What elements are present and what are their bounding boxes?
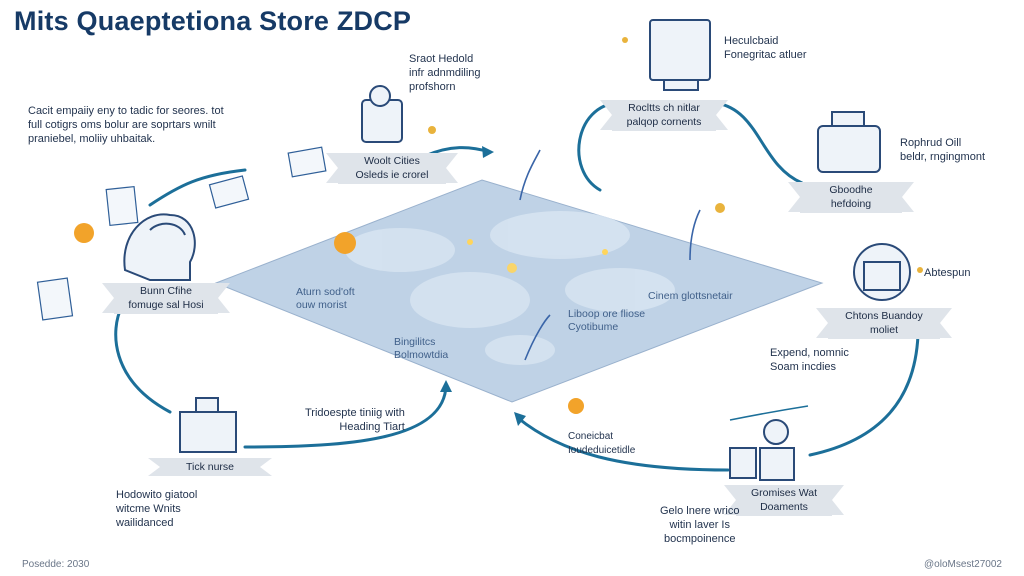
computer-monitor-icon bbox=[649, 19, 711, 91]
footer-right: @oloMsest27002 bbox=[924, 559, 1002, 570]
caption-robot-node: Chtons Buandoy moliet bbox=[816, 308, 952, 339]
map-label-3: Liboop ore fliose Cyotibume bbox=[568, 308, 646, 333]
intro-text: Cacit empaiiy eny to tadic for seores. t… bbox=[28, 105, 224, 145]
flow-note-center: Coneicbat Ioudeduicetidle bbox=[568, 431, 636, 456]
flow-note-heading: Tridoespte tiniig with Heading Tiart bbox=[305, 407, 405, 433]
arrow-toolbox-to-brain bbox=[114, 304, 172, 414]
note-monitor-node: Heculcbaid Fonegritac atluer bbox=[724, 35, 807, 61]
map-glow-dots bbox=[467, 239, 608, 273]
caption-brain-node: Bunn Cfihe fomuge sal Hosi bbox=[102, 283, 230, 314]
note-toolbox-node: Hodowito giatool witcme Wnits wailidance… bbox=[116, 489, 198, 529]
note-robot-node: Abtespun bbox=[924, 267, 971, 279]
orange-badges bbox=[74, 223, 584, 414]
plant-sprig-icon bbox=[519, 149, 701, 361]
map-label-2: Bingilitcs Bolmowtdia bbox=[394, 336, 449, 361]
arrow-brain-to-papers bbox=[148, 168, 247, 207]
footer-left: Posedde: 2030 bbox=[22, 559, 90, 570]
caption-mixer-node: Gromises Wat Doaments bbox=[724, 485, 844, 516]
paper-sheets-icon bbox=[36, 146, 327, 321]
storage-machine-icon bbox=[817, 111, 881, 173]
desk-lamp-icon bbox=[361, 85, 403, 143]
arrow-toolbox-to-map bbox=[243, 383, 448, 449]
note-mixer-node: Expend, nomnic Soam incdies bbox=[770, 347, 849, 373]
robot-agent-icon bbox=[853, 243, 911, 301]
sparkle-icons bbox=[428, 37, 923, 273]
toolbox-icon bbox=[179, 397, 237, 453]
caption-monitor-node: Rocltts ch nitlar palqop cornents bbox=[600, 100, 728, 131]
caption-machine-node: Gboodhe hefdoing bbox=[788, 182, 914, 213]
caption-toolbox-node: Tick nurse bbox=[148, 458, 272, 476]
lab-mixer-icon bbox=[729, 419, 795, 481]
arrow-thin-right bbox=[729, 405, 809, 421]
map-landmass-shapes bbox=[345, 211, 675, 365]
map-label-4: Cinem glottsnetair bbox=[648, 290, 733, 302]
flow-note-bottom: Gelo lnere wrico witin laver Is bocmpoin… bbox=[660, 505, 740, 545]
caption-lamp-node: Woolt Cities Osleds ie crorel bbox=[326, 153, 458, 184]
arrow-monitor-to-machine bbox=[714, 101, 804, 185]
page-title: Mits Quaeptetiona Store ZDCP bbox=[14, 6, 412, 36]
note-machine-node: Rophrud Oill beldr, rngingmont bbox=[900, 137, 985, 163]
arrow-mixer-to-map bbox=[516, 416, 730, 472]
note-lamp-node: Sraot Hedold infr adnmdiling profshorn bbox=[409, 53, 481, 93]
map-label-1: Aturn sod'oft ouw morist bbox=[296, 286, 355, 311]
arrow-robot-to-mixer bbox=[808, 333, 920, 457]
head-with-brain-icon bbox=[123, 213, 196, 281]
